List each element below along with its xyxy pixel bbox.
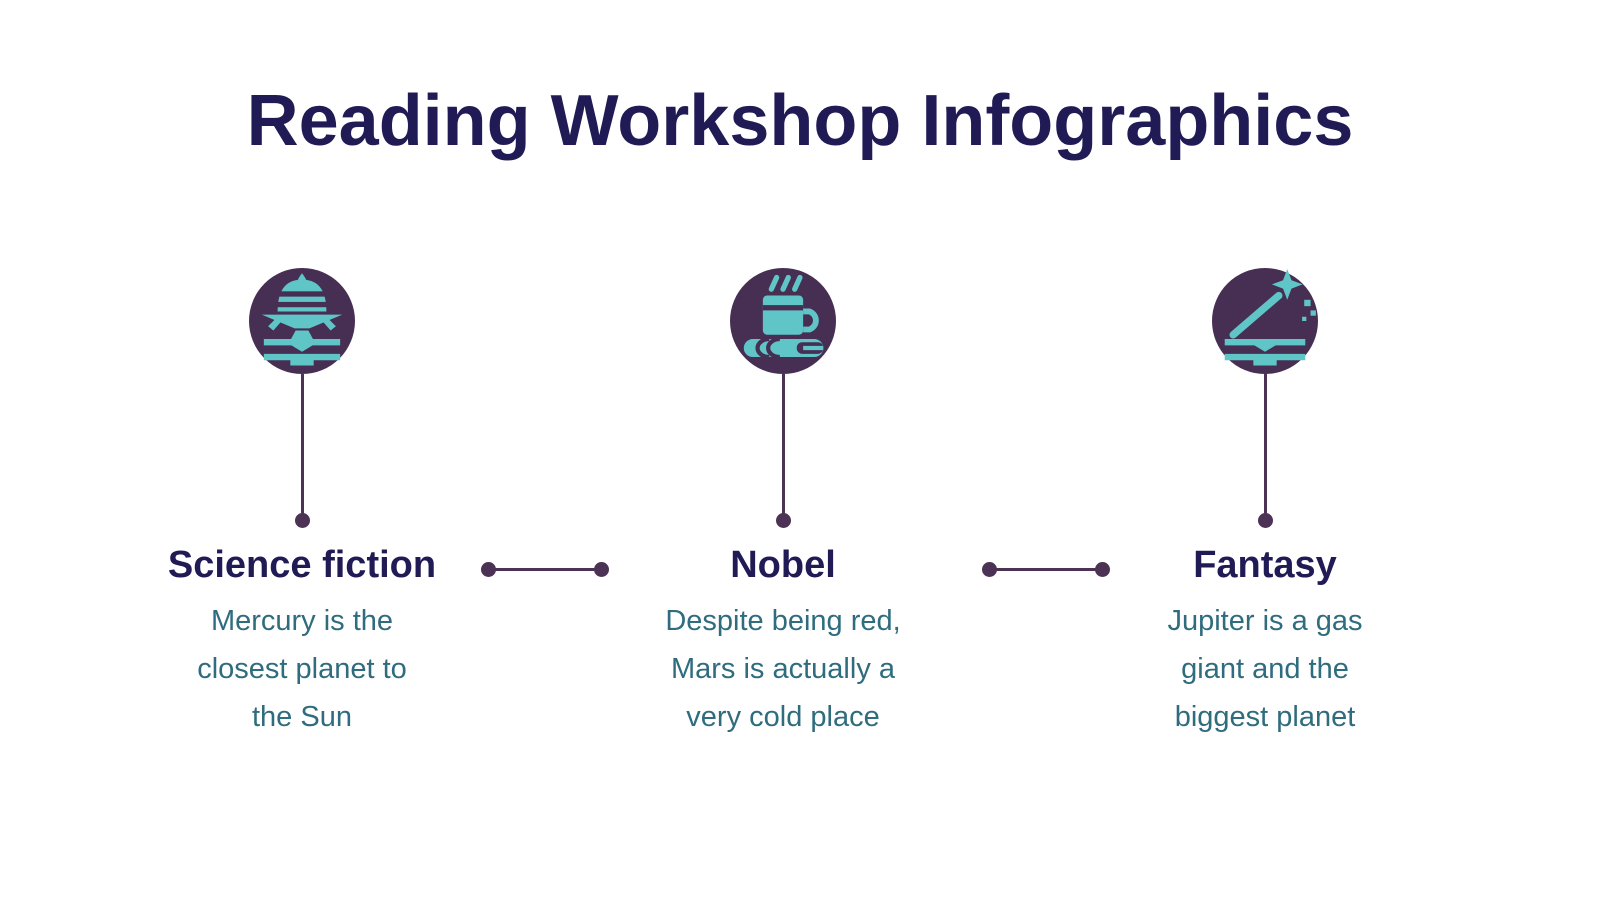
description-line: Jupiter is a gas <box>1167 605 1363 637</box>
stem-line <box>300 374 304 514</box>
item-description: Jupiter is a gas giant and the biggest p… <box>1167 597 1362 741</box>
icon-circle <box>730 268 836 374</box>
infographic-item-fantasy: Fantasy Jupiter is a gas giant and the b… <box>1095 268 1435 741</box>
description-line: giant and the <box>1181 653 1349 685</box>
item-heading: Science fiction <box>167 544 437 586</box>
connector-line-2 <box>982 562 1110 578</box>
description-line: Mercury is the <box>210 605 394 637</box>
item-description: Despite being red, Mars is actually a ve… <box>665 597 900 741</box>
description-line: Mars is actually a <box>670 653 895 685</box>
magic-wand-book-icon <box>1224 269 1316 366</box>
icon-circle <box>249 268 355 374</box>
item-heading: Fantasy <box>1193 544 1337 586</box>
coffee-book-icon <box>743 274 824 360</box>
connector-dot <box>594 562 609 577</box>
ufo-book-icon <box>261 273 343 366</box>
stem-line <box>1263 374 1267 514</box>
description-line: biggest planet <box>1174 701 1356 733</box>
icon-circle <box>1212 268 1318 374</box>
connector-line-1 <box>481 562 609 578</box>
description-line: closest planet to <box>197 653 407 685</box>
description-line: the Sun <box>252 701 352 733</box>
infographic-item-nobel: Nobel Despite being red, Mars is actuall… <box>613 268 953 741</box>
connector-rule <box>488 568 602 571</box>
stem-dot <box>1257 513 1273 528</box>
description-line: Despite being red, <box>665 605 901 637</box>
stem-dot <box>775 513 791 528</box>
item-heading: Nobel <box>730 544 836 586</box>
infographic-item-science-fiction: Science fiction Mercury is the closest p… <box>132 268 472 741</box>
connector-dot <box>1095 562 1110 577</box>
item-description: Mercury is the closest planet to the Sun <box>197 597 407 741</box>
stem-dot <box>294 513 310 528</box>
description-line: very cold place <box>686 701 880 733</box>
connector-rule <box>989 568 1103 571</box>
page-title: Reading Workshop Infographics <box>246 81 1354 161</box>
stem-line <box>781 374 785 514</box>
